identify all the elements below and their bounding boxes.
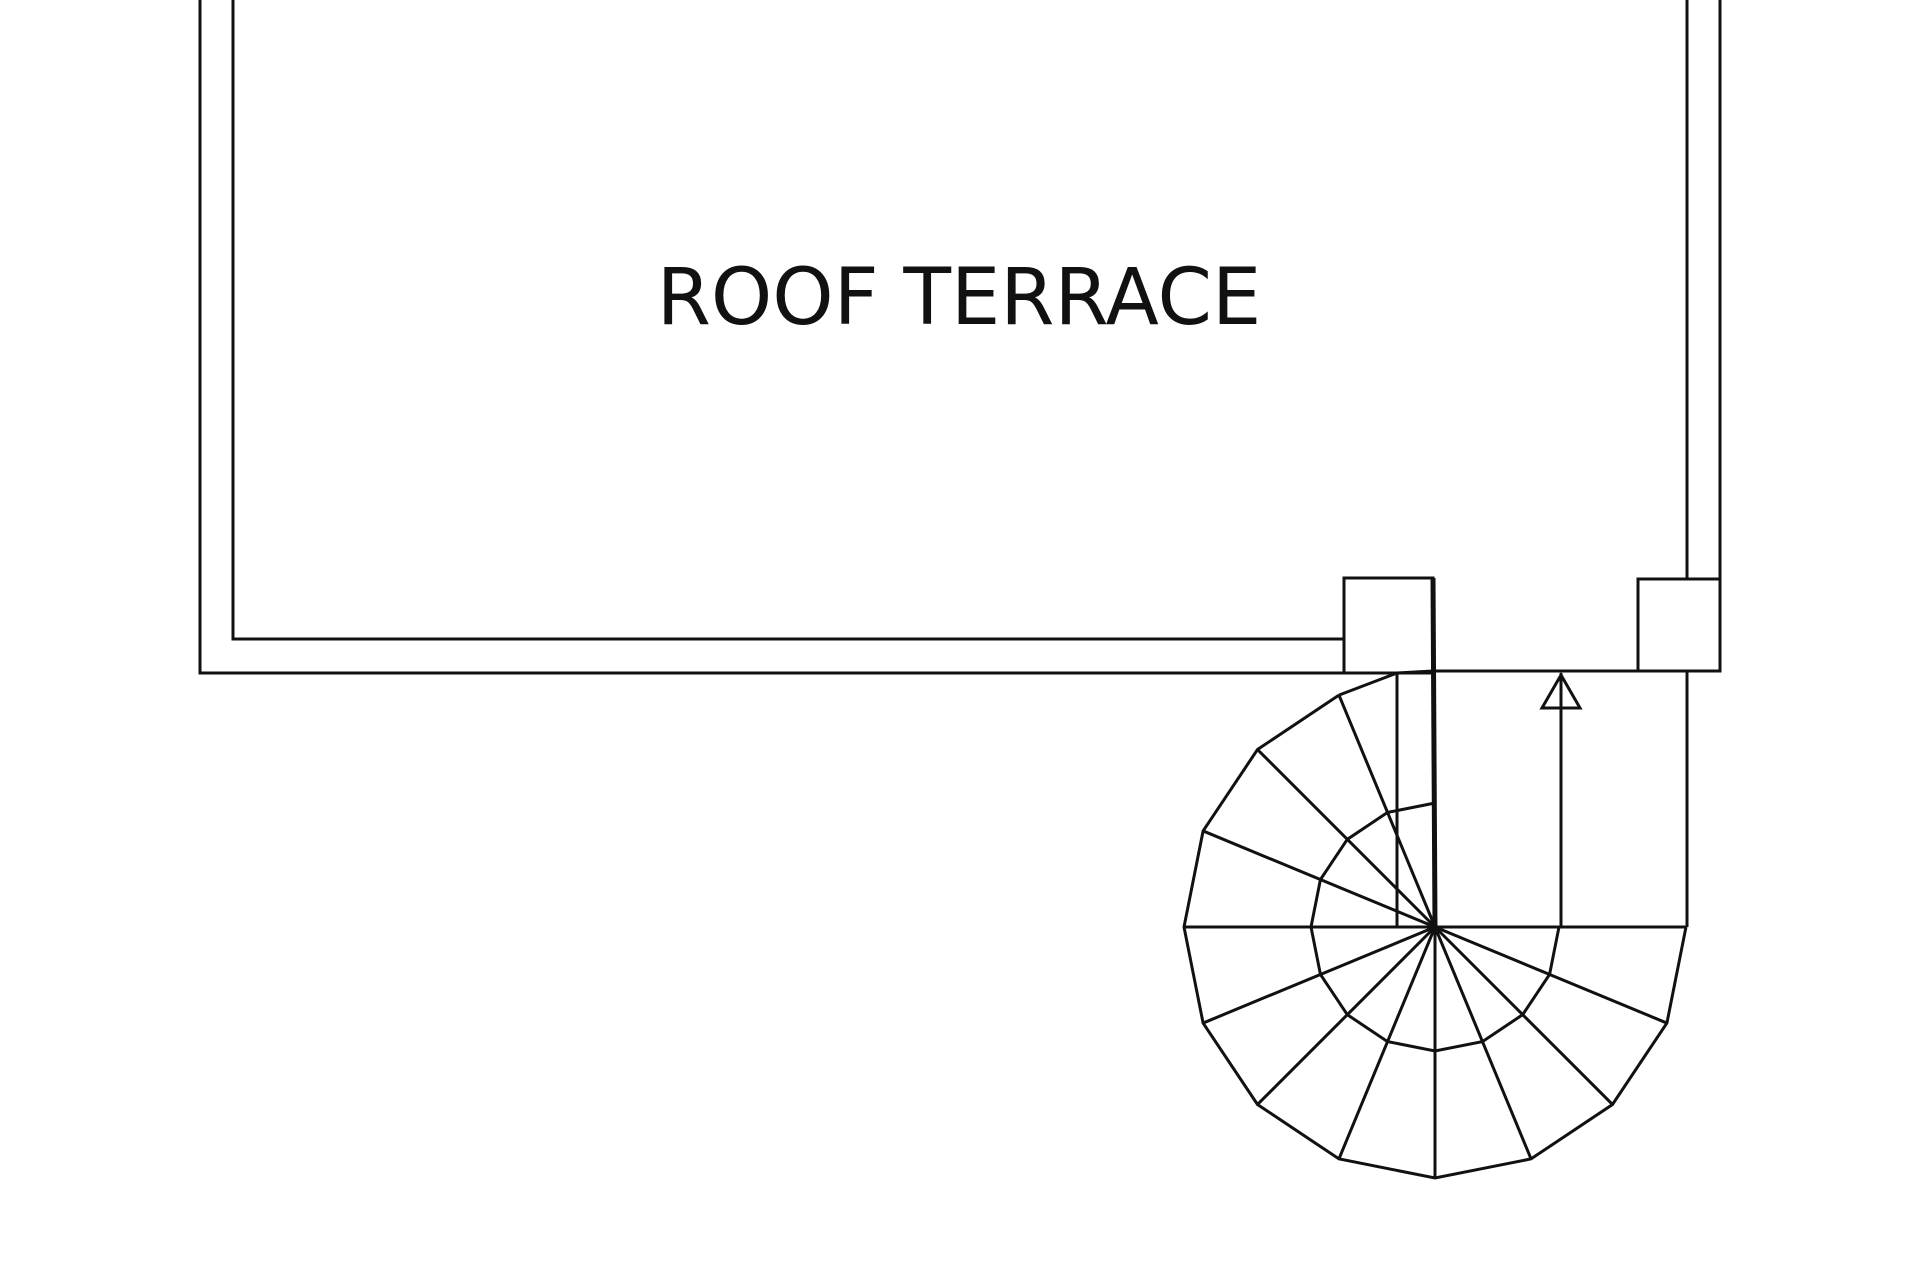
up-arrow bbox=[1539, 671, 1583, 927]
stair-tread bbox=[1256, 748, 1437, 929]
outer-stair-edge bbox=[1182, 693, 1688, 1180]
inner-wall bbox=[231, 0, 1344, 641]
stair-tread bbox=[1434, 925, 1668, 1025]
outer-stair-edge-top bbox=[1338, 671, 1398, 697]
stair-tread bbox=[1433, 925, 1614, 1106]
outer-stair-edge-top-cap bbox=[1396, 669, 1434, 675]
arrow-head-icon bbox=[1539, 671, 1583, 710]
left-column bbox=[1342, 576, 1435, 675]
outer-wall bbox=[198, 0, 1396, 675]
right-column bbox=[1636, 577, 1722, 673]
stair-tread bbox=[1337, 926, 1437, 1160]
terrace-walls bbox=[198, 0, 1722, 675]
stair-tread bbox=[1256, 925, 1437, 1106]
spiral-stair bbox=[1182, 669, 1688, 1180]
room-label: ROOF TERRACE bbox=[657, 253, 1262, 343]
stair-tread bbox=[1337, 694, 1437, 928]
stair-tread bbox=[1202, 925, 1436, 1025]
stair-newel-line bbox=[1430, 577, 1438, 928]
stair-tread bbox=[1433, 926, 1533, 1160]
stair-tread bbox=[1202, 829, 1436, 929]
